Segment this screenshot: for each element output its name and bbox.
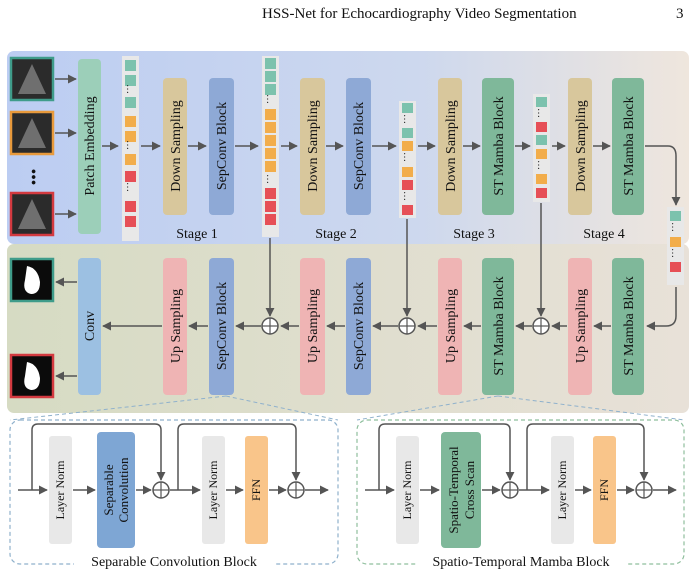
stage4-label: Stage 4	[583, 227, 625, 242]
svg-text:…: …	[535, 108, 546, 118]
stage3-st-mamba-block	[482, 78, 514, 215]
svg-text:…: …	[669, 222, 680, 232]
decoder-up-sampling-1-label: Up Sampling	[169, 289, 184, 363]
svg-text:…: …	[124, 182, 135, 192]
mamba-detail-layer-norm-2	[551, 436, 574, 544]
token-stack-4: … …	[533, 94, 550, 202]
token-stack-1: … … …	[122, 56, 139, 241]
mamba-detail-layer-norm-label: Layer Norm	[400, 460, 414, 520]
stage1-down-sampling	[163, 78, 187, 215]
stage2-down-sampling-label: Down Sampling	[306, 100, 321, 191]
page-number: 3	[676, 6, 684, 22]
mamba-detail-layer-norm	[396, 436, 419, 544]
svg-text:…: …	[401, 152, 412, 162]
sepconv-detail-ffn	[245, 436, 268, 544]
stage3-down-sampling	[438, 78, 462, 215]
token-stack-bottleneck: … …	[667, 207, 684, 285]
decoder-up-sampling-3	[438, 258, 462, 395]
stage4-st-mamba-block	[612, 78, 644, 215]
sepconv-detail-core-line1: Separable	[101, 464, 116, 515]
sepconv-detail-layer-norm-2	[202, 436, 225, 544]
sepconv-detail-layer-norm-label: Layer Norm	[53, 460, 67, 520]
mamba-detail-core-line1: Spatio-Temporal	[446, 446, 461, 534]
svg-text:…: …	[401, 114, 412, 124]
sepconv-detail-ffn-label: FFN	[249, 479, 263, 501]
svg-text:…: …	[264, 174, 275, 184]
decoder-sepconv-2-label: SepConv Block	[352, 282, 367, 370]
decoder-up-sampling-2-label: Up Sampling	[306, 289, 321, 363]
decoder-up-sampling-4-label: Up Sampling	[574, 289, 589, 363]
stage2-sepconv-label: SepConv Block	[352, 102, 367, 190]
decoder-up-sampling-2	[300, 258, 325, 395]
stage1-down-sampling-label: Down Sampling	[169, 100, 184, 191]
token-stack-3: … … …	[399, 101, 416, 218]
running-header-title: HSS-Net for Echocardiography Video Segme…	[262, 6, 577, 22]
decoder-conv-label: Conv	[83, 311, 98, 341]
stage1-sepconv-label: SepConv Block	[215, 102, 230, 190]
decoder-sepconv-1	[209, 258, 234, 395]
stage3-st-mamba-label: ST Mamba Block	[492, 96, 507, 195]
input-frames: •••	[9, 56, 55, 237]
decoder-st-mamba-4-label: ST Mamba Block	[622, 276, 637, 375]
input-ellipsis: •••	[24, 169, 41, 186]
mamba-detail-ffn	[593, 436, 616, 544]
svg-text:…: …	[124, 140, 135, 150]
stage1-sepconv-block	[209, 78, 234, 215]
sepconv-detail-core	[97, 432, 135, 548]
mamba-detail-core-line2: Cross Scan	[462, 460, 477, 519]
svg-text:…: …	[401, 191, 412, 201]
sepconv-detail-layer-norm-2-label: Layer Norm	[206, 460, 220, 520]
patch-embedding-block	[78, 59, 101, 234]
svg-text:…: …	[535, 160, 546, 170]
decoder-up-sampling-4	[568, 258, 592, 395]
decoder-st-mamba-3-label: ST Mamba Block	[492, 276, 507, 375]
sepconv-detail-layer-norm	[49, 436, 72, 544]
mamba-detail-core	[441, 432, 481, 548]
decoder-conv	[78, 258, 101, 395]
decoder-st-mamba-4	[612, 258, 644, 395]
stage2-down-sampling	[300, 78, 325, 215]
decoder-sepconv-1-label: SepConv Block	[215, 282, 230, 370]
decoder-st-mamba-3	[482, 258, 514, 395]
stage3-label: Stage 3	[453, 227, 495, 242]
stage1-label: Stage 1	[176, 227, 218, 242]
stage4-down-sampling-label: Down Sampling	[574, 100, 589, 191]
mamba-detail-ffn-label: FFN	[597, 479, 611, 501]
decoder-up-sampling-1	[163, 258, 187, 395]
svg-text:…: …	[669, 248, 680, 258]
stage3-down-sampling-label: Down Sampling	[444, 100, 459, 191]
stage4-down-sampling	[568, 78, 592, 215]
decoder-sepconv-2	[346, 258, 371, 395]
stage2-sepconv-block	[346, 78, 371, 215]
svg-text:…: …	[264, 94, 275, 104]
svg-text:…: …	[124, 84, 135, 94]
decoder-up-sampling-3-label: Up Sampling	[444, 289, 459, 363]
mamba-detail-caption: Spatio-Temporal Mamba Block	[432, 555, 609, 570]
patch-embedding-label: Patch Embedding	[83, 96, 98, 195]
sepconv-detail-core-line2: Convolution	[116, 457, 131, 523]
mamba-detail-layer-norm-2-label: Layer Norm	[555, 460, 569, 520]
stage4-st-mamba-label: ST Mamba Block	[622, 96, 637, 195]
stage2-label: Stage 2	[315, 227, 357, 242]
token-stack-2: … …	[262, 56, 279, 237]
sepconv-detail-caption: Separable Convolution Block	[91, 555, 257, 570]
